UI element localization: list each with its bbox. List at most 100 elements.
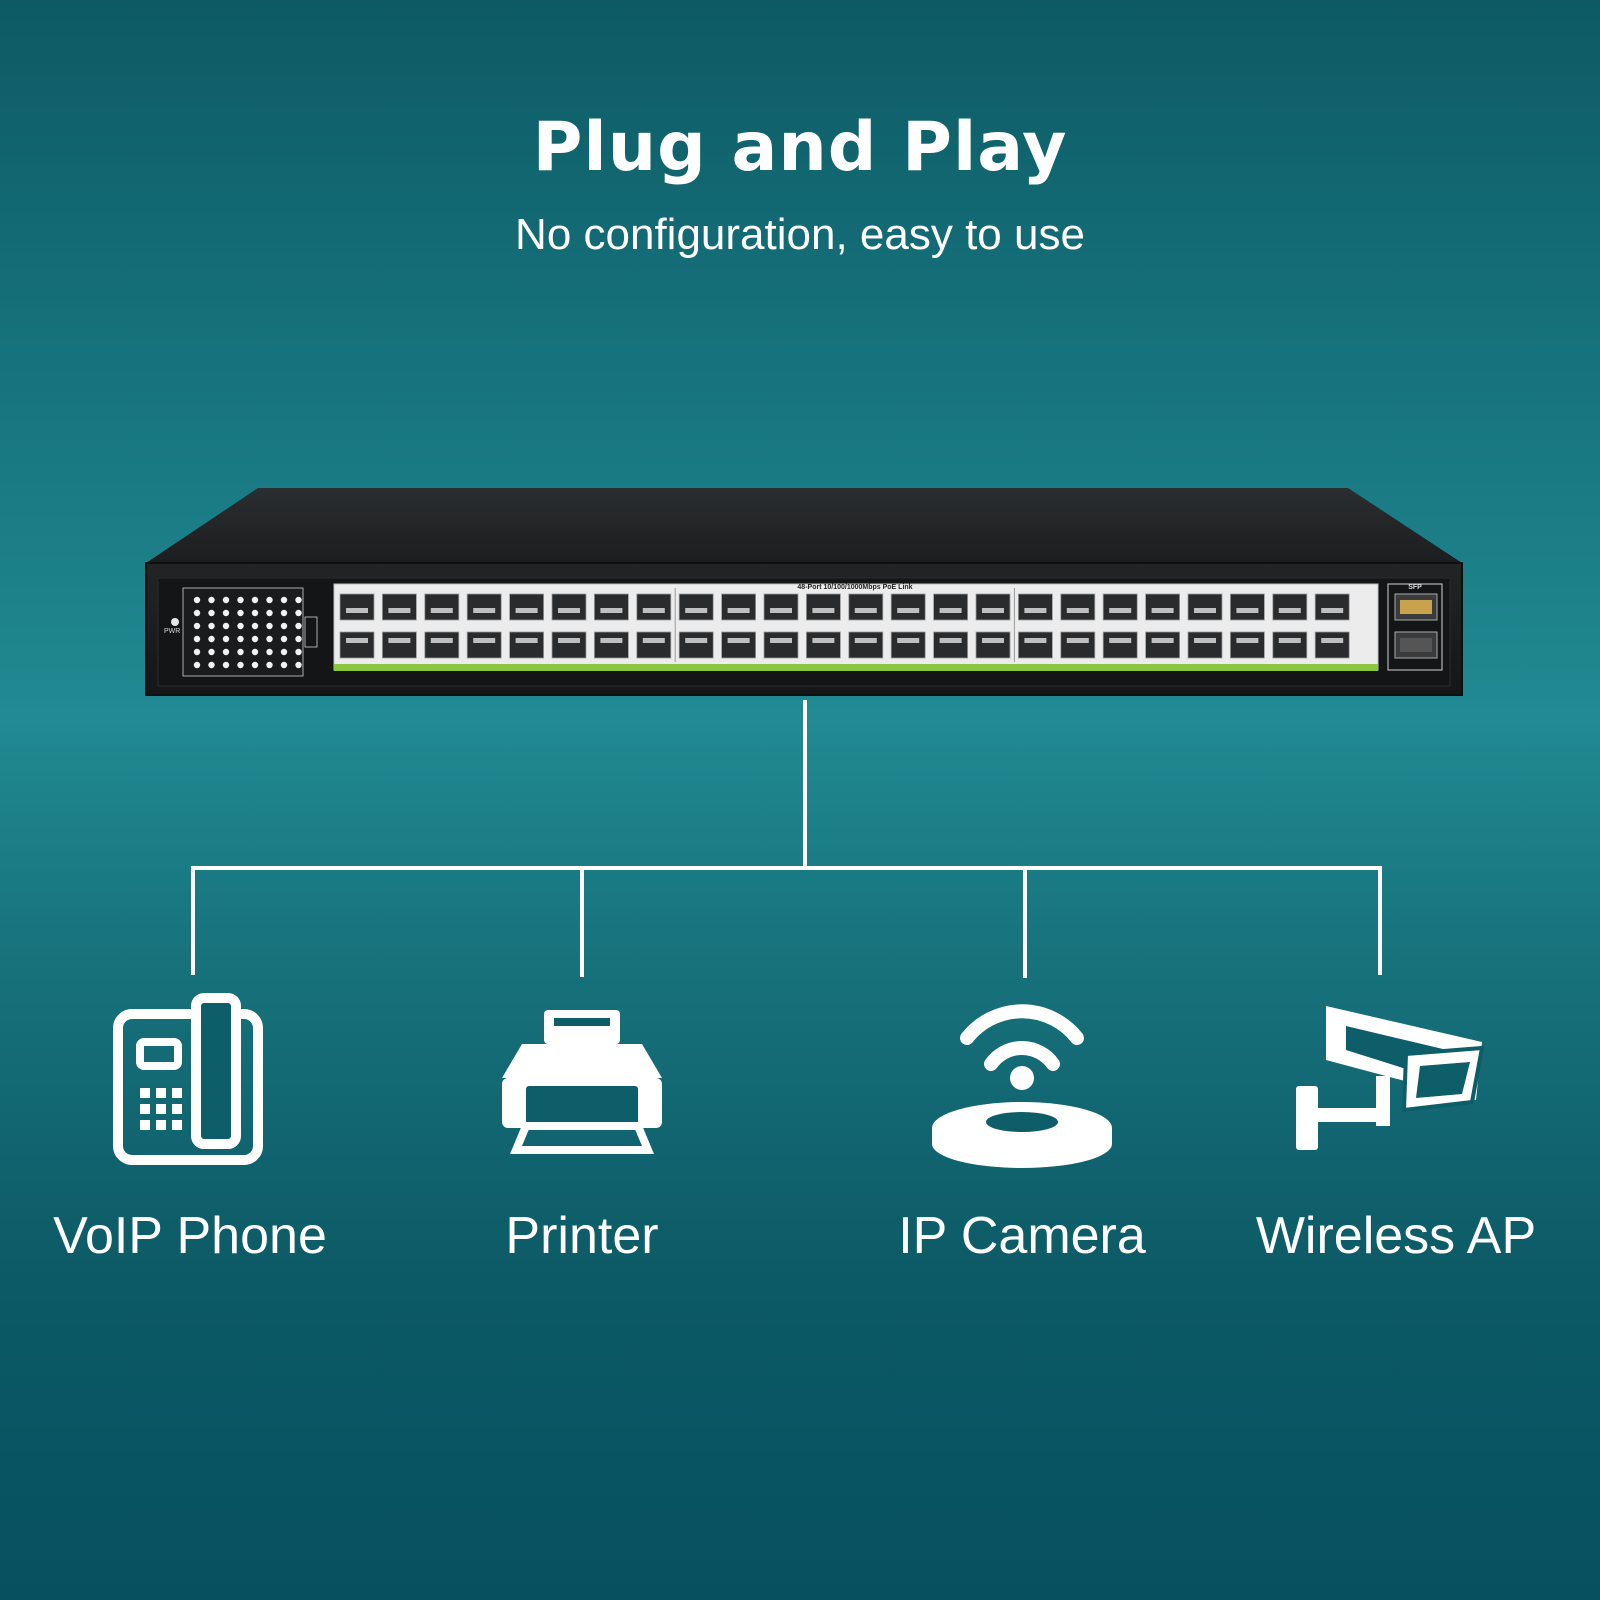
port-led <box>251 661 259 669</box>
port-contacts <box>727 608 750 613</box>
device-label: Printer <box>505 1207 659 1265</box>
port-led <box>222 622 230 630</box>
port-led <box>295 648 302 656</box>
ethernet-port <box>1018 631 1053 659</box>
device-label: IP Camera <box>898 1207 1146 1265</box>
port-contacts <box>346 608 368 613</box>
port-contacts <box>897 608 920 613</box>
ethernet-port <box>975 593 1011 621</box>
ethernet-port <box>424 593 460 621</box>
ethernet-port <box>1060 631 1096 659</box>
ethernet-port <box>594 593 629 621</box>
port-contacts <box>1321 608 1344 613</box>
sfp-label: SFP <box>1408 584 1422 591</box>
ethernet-port <box>806 631 841 659</box>
port-led <box>280 661 288 669</box>
port-contacts <box>812 608 835 613</box>
ethernet-port <box>339 593 375 621</box>
port-led <box>280 609 288 617</box>
port-led <box>266 596 273 604</box>
sfp-port-block: SFP <box>1387 583 1443 671</box>
port-contacts <box>473 608 496 613</box>
ethernet-port <box>1187 593 1223 621</box>
ethernet-port <box>636 631 672 659</box>
port-led <box>295 596 302 604</box>
port-led <box>222 596 230 604</box>
port-led <box>251 648 259 656</box>
port-contacts <box>1236 638 1259 643</box>
ethernet-port <box>1102 593 1138 621</box>
ethernet-port <box>594 631 629 659</box>
port-contacts <box>812 638 835 643</box>
ethernet-port <box>890 631 926 659</box>
port-contacts <box>388 608 411 613</box>
port-contacts <box>1151 608 1174 613</box>
port-led <box>266 661 273 669</box>
port-led <box>208 596 215 604</box>
port-contacts <box>1321 638 1344 643</box>
ethernet-port <box>509 631 545 659</box>
ethernet-port <box>975 631 1011 659</box>
ethernet-port <box>551 593 587 621</box>
ethernet-port <box>1145 593 1180 621</box>
pwr-led <box>171 618 179 626</box>
port-led <box>237 596 244 604</box>
port-led <box>193 635 201 643</box>
port-contacts <box>642 608 665 613</box>
panel-label: 48-Port 10/100/1000Mbps PoE Link <box>797 584 912 591</box>
led-indicator-panel: PWR <box>164 587 318 677</box>
device-ip-camera: IP Camera <box>842 990 1202 1266</box>
device-label: VoIP Phone <box>53 1207 327 1265</box>
port-led <box>295 609 302 617</box>
port-contacts <box>982 638 1004 643</box>
port-contacts <box>939 638 962 643</box>
port-led <box>251 635 259 643</box>
port-contacts <box>1109 638 1132 643</box>
port-contacts <box>558 638 580 643</box>
port-contacts <box>558 608 580 613</box>
port-led <box>193 648 201 656</box>
port-contacts <box>1066 608 1089 613</box>
port-led <box>251 622 259 630</box>
port-led <box>280 596 288 604</box>
ethernet-port <box>1314 631 1350 659</box>
port-led <box>237 609 244 617</box>
pwr-label: PWR <box>164 628 180 635</box>
switch-top-face <box>146 488 1462 563</box>
port-led <box>266 648 273 656</box>
port-contacts <box>430 608 453 613</box>
ethernet-port <box>848 631 884 659</box>
port-led <box>193 622 201 630</box>
port-led <box>208 609 215 617</box>
port-led <box>266 635 273 643</box>
ethernet-port <box>678 631 714 659</box>
port-contacts <box>1194 608 1216 613</box>
port-led <box>237 661 244 669</box>
port-led <box>295 622 302 630</box>
port-led <box>222 648 230 656</box>
port-contacts <box>685 608 708 613</box>
device-voip-phone: VoIP Phone <box>10 990 370 1266</box>
voip-phone-icon <box>113 993 263 1165</box>
ethernet-port <box>806 593 841 621</box>
port-contacts <box>515 638 538 643</box>
port-contacts <box>897 638 920 643</box>
ethernet-port <box>763 593 799 621</box>
ethernet-port <box>1314 593 1350 621</box>
port-led <box>251 596 259 604</box>
port-contacts <box>600 638 623 643</box>
port-contacts <box>600 608 623 613</box>
port-led <box>222 635 230 643</box>
port-led <box>193 661 201 669</box>
device-label: Wireless AP <box>1255 1207 1537 1265</box>
port-contacts <box>515 608 538 613</box>
ethernet-port <box>1145 631 1180 659</box>
ethernet-port <box>551 631 587 659</box>
port-contacts <box>430 638 453 643</box>
ethernet-port <box>763 631 799 659</box>
port-led <box>208 648 215 656</box>
port-contacts <box>939 608 962 613</box>
port-led <box>251 609 259 617</box>
